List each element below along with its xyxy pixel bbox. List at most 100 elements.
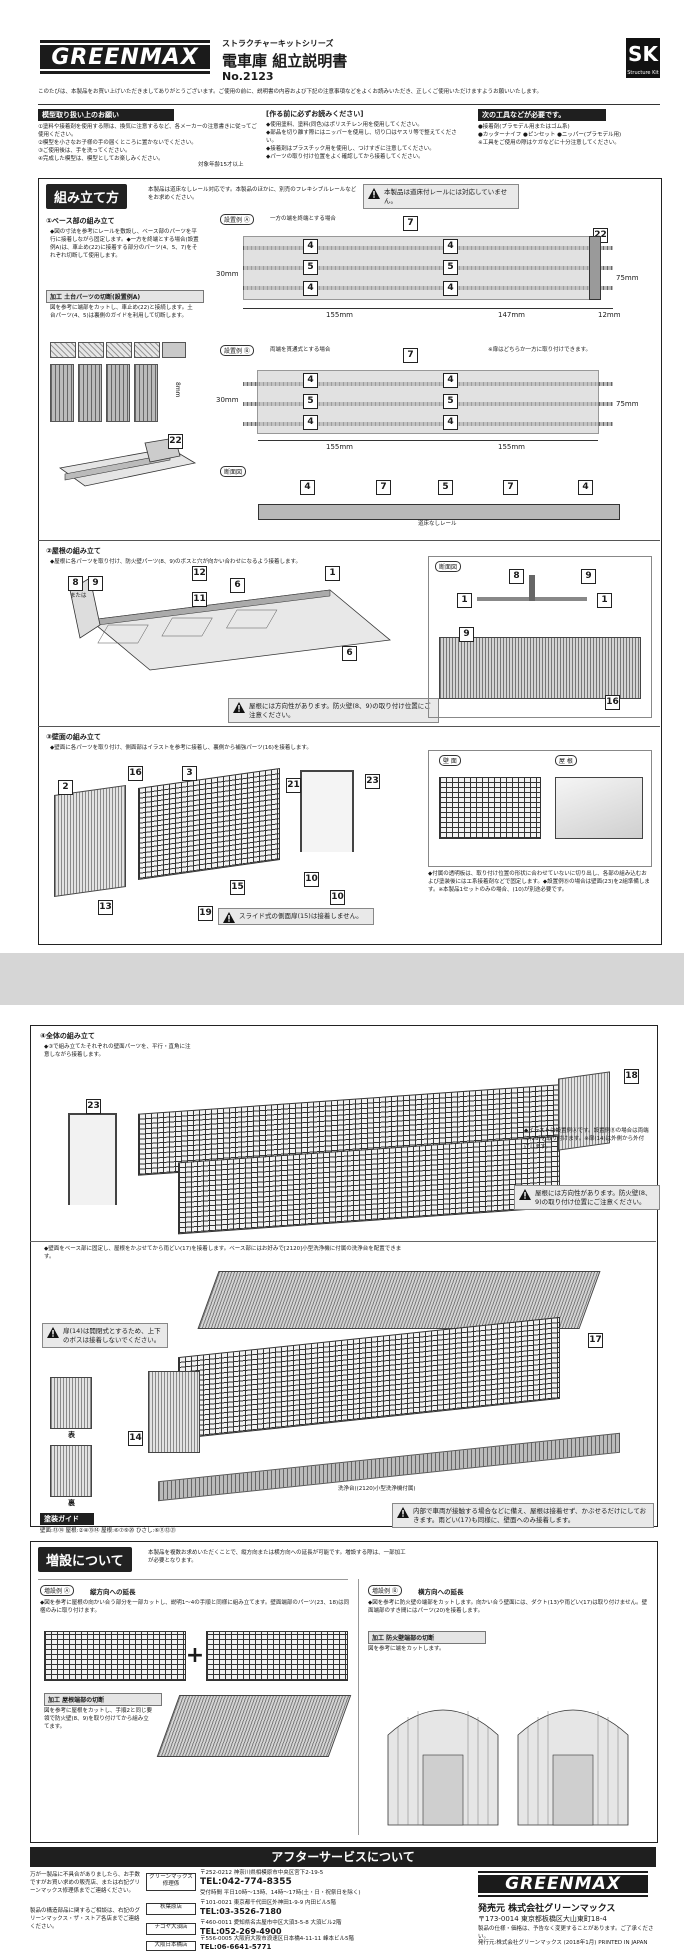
after-service-title: アフターサービスについて (30, 1847, 656, 1867)
osaka-tel: TEL:06-6641-5771 (200, 1943, 272, 1951)
contact-tag-osaka: 大阪日本橋店 (146, 1941, 196, 1951)
notice-title-tools: 次の工具などが必要です。 (478, 109, 606, 121)
repair-address: 〒252-0212 神奈川県相模原市中央区宮下2-19-5 (200, 1870, 324, 1876)
step1-process-label: 加工 土台パーツの切断(設置例A) (46, 290, 204, 303)
section-view-diagram: 4 7 5 7 4 道床なしレール (258, 476, 620, 531)
assembly-frame (38, 178, 662, 945)
roof-assembly-illustration: 8 9 または 12 11 6 1 6 (50, 566, 420, 700)
step4-text: ◆③で組み立てたそれぞれの壁面パーツを、平行・直角に注意しながら接着します。 (44, 1044, 191, 1058)
maker-address: 〒173-0014 東京都板橋区大山東町18-4 (478, 1915, 607, 1923)
repair-tel: TEL:042-774-8355 (200, 1877, 292, 1887)
contact-tag-akihabara: 秋葉原店 (146, 1903, 196, 1915)
akihabara-address: 〒101-0021 東京都千代田区外神田1-9-9 内田ビル5階 (200, 1900, 336, 1906)
expansion-b-title: 横方向への延長 (418, 1588, 464, 1596)
warning-icon (397, 1507, 409, 1518)
step4-frame (30, 1025, 658, 1527)
expansion-frame (30, 1541, 658, 1843)
page-gap (0, 953, 684, 1005)
bumper-illustration: 22 (50, 434, 200, 498)
nagoya-address: 〒460-0011 愛知県名古屋市中区大須3-5-8 大須ビル2階 (200, 1920, 342, 1926)
paint-guide-tag: 塗装ガイド (40, 1513, 94, 1525)
slide-door-note: スライド式の側面扉(15)は接着しません。 (218, 908, 374, 925)
step1-text: ◆図の寸法を参考にレールを敷設し、ベース部のパーツを平行に接着しながら固定します… (50, 229, 199, 259)
instruction-sheet-page-1: GREENMAX ストラクチャーキットシリーズ 電車庫 組立説明書 No.212… (8, 8, 676, 953)
section-title-expansion: 増設について (38, 1547, 132, 1572)
maker-logo: GREENMAX (478, 1871, 648, 1897)
warning-icon (368, 188, 380, 199)
series-name: ストラクチャーキットシリーズ (222, 39, 334, 48)
expansion-b-process-label: 加工 防火壁端部の切断 (368, 1631, 486, 1644)
door-back-label: 裏 (68, 1499, 75, 1507)
instruction-sheet-page-2: ④全体の組み立て ◆③で組み立てたそれぞれの壁面パーツを、平行・直角に注意しなが… (8, 1005, 676, 1951)
door-front-label: 表 (68, 1431, 75, 1439)
notice-handling-text: ①塗料や接着剤を使用する際は、換気に注意するなど、各メーカーの注意書きに従ってご… (38, 124, 257, 162)
expansion-a-process-text: 図を参考に屋根をカットし、手順2と同じ要領で防火壁(8、9)を取り付けてから組み… (44, 1708, 153, 1730)
notice-title-prep: [作る前に必ずお読みください] (266, 110, 364, 118)
layout-b-diagram: 4 4 5 5 4 4 (243, 364, 613, 434)
step4-illus-note: ◆イラストは設置例Ⓐです。設置例Ⓑの場合は両端に(23)を取り付けます。※扉(1… (524, 1128, 649, 1150)
layout-a-text: 一方の端を終端とする場合 (270, 216, 336, 222)
door-front-illustration (50, 1377, 92, 1429)
paint-guide-text: 壁面:⑬⑭ 屋根:②④⑬⑭ 屋根:⑥⑦⑨⑳ ひさし:⑥⑪⑫㉑ (40, 1528, 176, 1534)
layout-b-note: ※扉はどちらか一方に取り付けできます。 (488, 347, 592, 353)
layout-b-text: 両端を貫通式とする場合 (270, 347, 331, 353)
clear-plate-panel: 壁 面 屋 根 (428, 750, 652, 867)
step3-text: ◆壁面に各パーツを取り付け、側面部はイラストを参考に接着し、裏側から補強パーツ(… (50, 745, 312, 751)
cut-parts-illustration: 8mm (50, 342, 190, 422)
expansion-b-illustration (378, 1665, 648, 1835)
section-view-tag: 断面図 (220, 466, 247, 477)
expansion-intro: 本製品を複数お求めいただくことで、縦方向または横方向への延長が可能です。増設する… (148, 1550, 406, 1564)
expansion-a-process-label: 加工 屋根端部の切断 (44, 1693, 162, 1706)
warning-icon (47, 1327, 59, 1338)
osaka-address: 〒556-0005 大阪府大阪市浪速区日本橋4-11-11 峰本ビル5階 (200, 1936, 354, 1942)
part-7-callout: 7 (403, 216, 418, 231)
plus-icon: + (185, 1642, 205, 1668)
maker-note: 製品の仕様・価格は、予告なく変更することがあります。ご了承ください。 (478, 1926, 654, 1940)
step3-title: ③壁面の組み立て (46, 733, 101, 741)
roof-direction-note-2: 屋根には方向性があります。防火壁(8、9)の取り付け位置にご注意ください。 (514, 1185, 660, 1210)
nagoya-tel: TEL:052-269-4900 (200, 1927, 282, 1936)
warning-icon (233, 702, 245, 713)
expansion-a-text: ◆図を参考に屋根の向かい合う部分を一部カットし、説明1〜4の手順と同様に組み立て… (40, 1600, 350, 1614)
wall-assembly-illustration: 2 3 16 21 23 10 10 15 13 19 (50, 760, 430, 930)
step2-text: ◆屋根に各パーツを取り付け、防火壁パーツ(8、9)のボスと穴が向かい合わせになる… (50, 559, 301, 565)
notice-area: 模型取り扱い上のお願い ①塗料や接着剤を使用する際は、換気に注意するなど、各メー… (38, 104, 660, 173)
model-number: No.2123 (222, 70, 274, 83)
step4-title: ④全体の組み立て (40, 1032, 95, 1040)
expansion-a-illustration: + (44, 1625, 350, 1685)
layout-a-tag: 設置例 Ⓐ (220, 214, 254, 225)
step4-text2: ◆壁面をベース部に固定し、屋根をかぶせてから雨どい(17)を接着します。ベース部… (44, 1246, 402, 1260)
step3-notes: ◆付属の透明板は、取り付け位置の形状に合わせていないに切り出し、各部の組み込むお… (428, 871, 650, 893)
building-exploded-illustration: 17 14 (128, 1261, 638, 1511)
after-service-intro2: 製品の構造部品に関するご相談は、右記のグリーンマックス・ザ・ストア各店までご連絡… (30, 1908, 141, 1930)
cover-note: 内部で車両が接触する場合などに備え、屋根は接着せず、かぶせるだけにしておきます。… (392, 1503, 654, 1528)
thanks-text: このたびは、本製品をお買い上げいただきましてありがとうございます。ご使用の前に、… (38, 89, 543, 95)
age-note: 対象年齢15才以上 (198, 162, 244, 168)
layout-a-diagram: 4 4 5 5 4 4 22 (243, 228, 613, 302)
expansion-b-tag: 増設例 Ⓑ (368, 1585, 402, 1596)
expansion-b-text: ◆図を参考に防火壁の端部をカットします。向かい合う壁面には、ダクト(13)や雨ど… (368, 1600, 648, 1614)
door-boss-note: 扉(14)は開閉式とするため、上下のボスは接着しないでください。 (42, 1323, 168, 1348)
akihabara-tel: TEL:03-3526-7180 (200, 1907, 282, 1916)
door-back-illustration (50, 1445, 92, 1497)
notice-prep-text: ◆使用塗料、塗料(同色)はポリスチレン用を使用してください。 ◆部品を切り離す際… (266, 122, 457, 160)
rail-note: 本製品は道床付レールには対応していません。 (363, 184, 519, 209)
roof-cut-illustration (156, 1695, 352, 1757)
contact-tag-nagoya: ナゴヤ大須店 (146, 1923, 196, 1935)
step1-process-text: 図を参考に端部をカットし、車止め(22)と接続します。土台パーツ(4、5)は裏側… (50, 305, 193, 319)
layout-b-tag: 設置例 Ⓑ (220, 345, 254, 356)
page-title: 電車庫 組立説明書 (222, 52, 348, 70)
wall-assembly-overview: 23 18 (68, 1063, 648, 1253)
expansion-b-process-text: 図を参考に端をカットします。 (368, 1646, 445, 1652)
part-22-callout: 22 (168, 434, 183, 449)
assembly-intro: 本製品は道床なしレール対応です。本製品のほかに、別売のフレキシブルレールなどをお… (148, 187, 357, 201)
maker-name: 発売元 株式会社グリーンマックス (478, 1904, 616, 1914)
warning-icon (223, 912, 235, 923)
copyright: 発行元:株式会社グリーンマックス (2018年1月) PRINTED IN JA… (478, 1940, 648, 1946)
after-service-intro: 万が一製品に不具合がありましたら、お手数ですがお買い求めの販売店、または右記グリ… (30, 1872, 141, 1894)
step2-title: ②屋根の組み立て (46, 547, 101, 555)
roof-section-panel: 断面図 8 9 1 1 9 16 (428, 556, 652, 718)
roof-direction-note: 屋根には方向性があります。防火壁(8、9)の取り付け位置にご注意ください。 (228, 698, 439, 723)
section-title-assembly: 組み立て方 (46, 184, 128, 209)
wash-stand-label: 洗浄台((2120)小型洗浄機付属) (338, 1486, 416, 1492)
